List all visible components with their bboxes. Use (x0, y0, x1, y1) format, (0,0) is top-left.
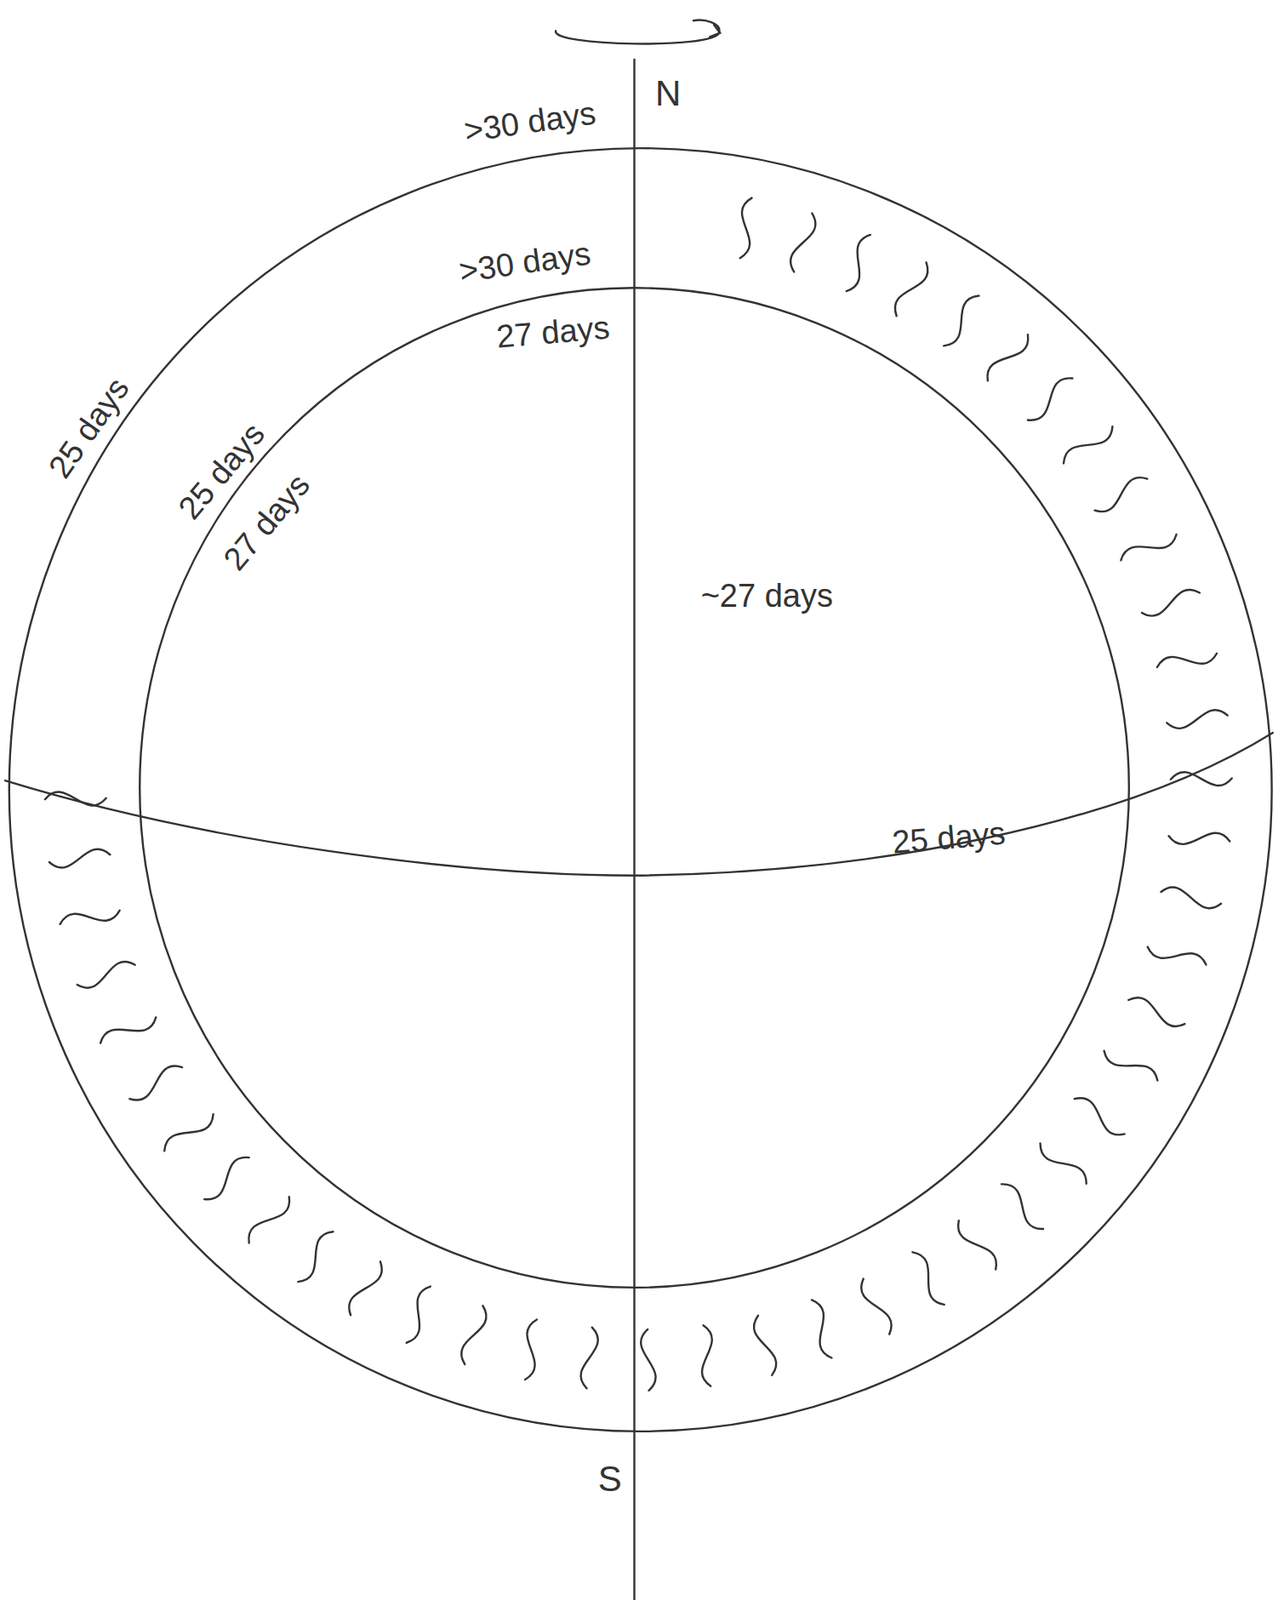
rotation-period-label: >30 days (454, 235, 596, 291)
squiggle (790, 213, 816, 273)
squiggle (1147, 947, 1207, 965)
convection-squiggles (45, 198, 1233, 1391)
squiggle (204, 1157, 249, 1199)
squiggle (461, 1305, 486, 1364)
squiggle (1040, 1143, 1087, 1184)
squiggle (1170, 771, 1233, 786)
squiggle (581, 1327, 599, 1389)
rotation-arrow (555, 20, 720, 45)
equator-line (5, 732, 1273, 876)
squiggle (1169, 833, 1231, 845)
rotation-period-label: >30 days (459, 95, 601, 150)
squiggle (348, 1261, 383, 1315)
rotation-axis (633, 59, 635, 1600)
squiggle (45, 792, 107, 806)
squiggle (912, 1251, 944, 1305)
pole-label: S (595, 1459, 625, 1499)
squiggle (987, 334, 1028, 381)
squiggle (1141, 589, 1200, 617)
squiggle (846, 234, 871, 292)
squiggle (248, 1196, 290, 1243)
squiggle (701, 1324, 713, 1386)
squiggle (1104, 1050, 1159, 1081)
rotation-period-label: 27 days (492, 309, 614, 356)
inner-circle (139, 287, 1130, 1288)
outer-circle (9, 148, 1273, 1432)
squiggle (1166, 709, 1227, 729)
squiggle (861, 1278, 891, 1334)
rotation-period-label: 25 days (40, 369, 138, 487)
squiggle (129, 1066, 183, 1101)
squiggle (1128, 997, 1185, 1027)
pole-label: N (652, 74, 684, 114)
rotation-arrowhead (709, 24, 720, 37)
squiggle (1074, 1097, 1125, 1135)
squiggle (77, 961, 136, 988)
squiggle (895, 262, 929, 316)
squiggle (60, 910, 120, 925)
squiggle (958, 1220, 997, 1269)
squiggle (740, 198, 753, 259)
squiggle (525, 1318, 537, 1380)
squiggle (1160, 887, 1222, 909)
squiggle (1001, 1183, 1044, 1229)
squiggle (164, 1113, 213, 1151)
squiggle (406, 1286, 431, 1343)
squiggle (1120, 534, 1176, 560)
squiggle (297, 1231, 333, 1282)
rotation-period-label: ~27 days (698, 578, 836, 615)
squiggle (943, 296, 979, 347)
squiggle (1063, 426, 1113, 463)
squiggle (1157, 653, 1217, 668)
rotation-period-label: 25 days (888, 815, 1010, 862)
squiggle (49, 849, 110, 868)
squiggle (640, 1329, 656, 1391)
squiggle (811, 1299, 832, 1358)
squiggle (100, 1016, 156, 1043)
squiggle (1095, 477, 1148, 512)
squiggle (753, 1315, 777, 1376)
squiggle (1027, 377, 1073, 420)
